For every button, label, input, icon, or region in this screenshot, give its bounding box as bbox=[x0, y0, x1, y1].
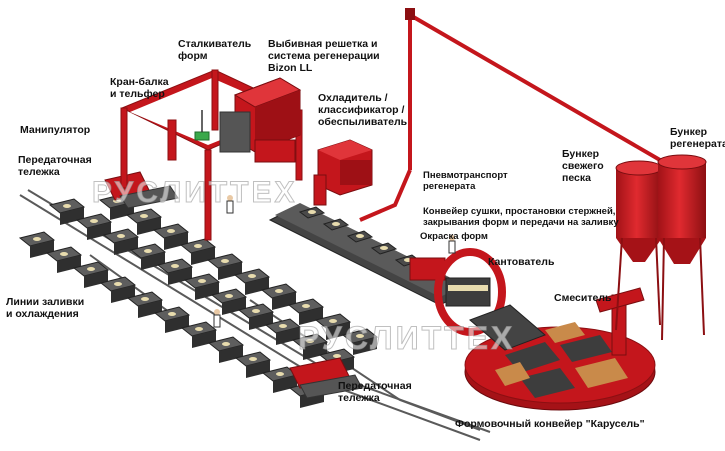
label-cooler: Охладитель / классификатор / обеспыливат… bbox=[318, 92, 408, 128]
label-mixer: Смеситель bbox=[554, 292, 612, 304]
label-manipulator: Манипулятор bbox=[20, 124, 91, 136]
casting-cooling-lines bbox=[18, 193, 379, 408]
silo-fresh-sand bbox=[615, 160, 663, 331]
cooler-classifier bbox=[313, 139, 373, 206]
mold-pour-spot bbox=[306, 339, 314, 343]
mold-pour-spot bbox=[198, 279, 206, 283]
label-rollover: Кантователь bbox=[488, 256, 555, 268]
mold-pour-spot bbox=[60, 252, 68, 256]
mold-pour-spot bbox=[141, 297, 149, 301]
mold-pour-spot bbox=[117, 234, 125, 238]
conveyor-mold-core bbox=[356, 234, 364, 238]
label-mold-pusher: Сталкиватель форм bbox=[178, 38, 252, 62]
label-knockout-grid: Выбивная решетка и система регенерации B… bbox=[268, 38, 380, 74]
transfer-cart-bottom bbox=[289, 357, 363, 399]
rollover-unit bbox=[434, 248, 506, 336]
mold-pour-spot bbox=[279, 324, 287, 328]
label-bunker-regenerate: Бункер регенерата bbox=[670, 126, 725, 150]
watermark-top: РУСЛИТТЕХ bbox=[91, 176, 298, 210]
mold-pour-spot bbox=[276, 372, 284, 376]
label-painting: Окраска форм bbox=[420, 231, 488, 242]
worker-figure bbox=[213, 195, 456, 328]
mold-pour-spot bbox=[222, 342, 230, 346]
mold-pour-spot bbox=[87, 267, 95, 271]
label-crane: Кран-балка и тельфер bbox=[110, 76, 169, 100]
label-pneumatic: Пневмотранспорт регенерата bbox=[423, 170, 508, 192]
mold-pour-spot bbox=[275, 289, 283, 293]
label-transfer-cart-bottom: Передаточная тележка bbox=[338, 380, 412, 404]
mold-pour-spot bbox=[225, 294, 233, 298]
mold-pour-spot bbox=[33, 237, 41, 241]
telpher bbox=[194, 110, 210, 141]
mold-pour-spot bbox=[144, 249, 152, 253]
mold-pour-spot bbox=[252, 309, 260, 313]
carousel-feed bbox=[469, 304, 546, 351]
mold-pour-spot bbox=[90, 219, 98, 223]
mold-pour-spot bbox=[167, 229, 175, 233]
mold-pour-spot bbox=[194, 244, 202, 248]
conveyor-mold-core bbox=[308, 210, 316, 214]
mold-pour-spot bbox=[221, 259, 229, 263]
mold-pour-spot bbox=[114, 282, 122, 286]
label-carousel: Формовочный конвейер "Карусель" bbox=[455, 418, 645, 430]
mold-pour-spot bbox=[168, 312, 176, 316]
pipe-cap bbox=[405, 8, 415, 20]
mold-pour-spot bbox=[140, 214, 148, 218]
silo-regenerate bbox=[657, 154, 707, 341]
label-bunker-fresh: Бункер свежего песка bbox=[562, 148, 604, 184]
label-drying-conveyor: Конвейер сушки, простановки стержней, за… bbox=[423, 206, 619, 228]
knockout-grid-bizon bbox=[219, 77, 302, 163]
watermark-bottom: РУСЛИТТЕХ bbox=[297, 320, 516, 357]
mold-side bbox=[353, 337, 377, 355]
conveyor-mold-core bbox=[380, 246, 388, 250]
mold-pour-spot bbox=[329, 319, 337, 323]
mold-pour-spot bbox=[333, 354, 341, 358]
mold-pour-spot bbox=[63, 204, 71, 208]
mold-pour-spot bbox=[249, 357, 257, 361]
label-casting-lines: Линии заливки и охлаждения bbox=[6, 296, 85, 320]
mold-pour-spot bbox=[171, 264, 179, 268]
mold-pour-spot bbox=[356, 334, 364, 338]
label-transfer-cart-top: Передаточная тележка bbox=[18, 154, 92, 178]
conveyor-mold-core bbox=[332, 222, 340, 226]
mold-pour-spot bbox=[195, 327, 203, 331]
mold-pour-spot bbox=[302, 304, 310, 308]
mold-pour-spot bbox=[248, 274, 256, 278]
